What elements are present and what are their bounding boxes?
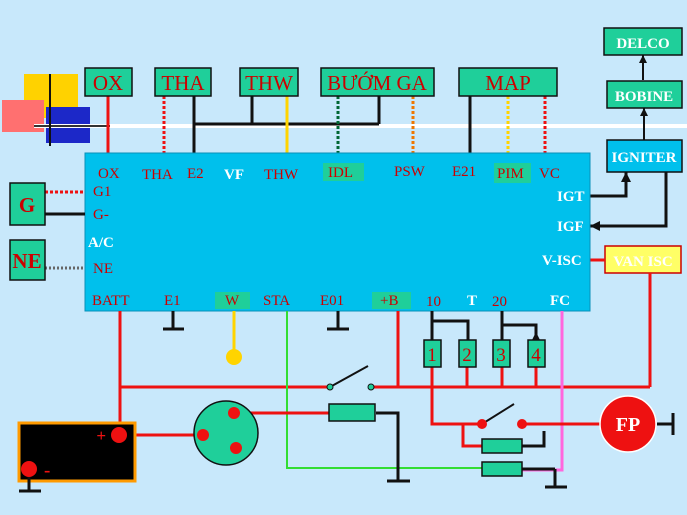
- pin-tha: THA: [142, 167, 173, 183]
- pin-e21: E21: [452, 164, 476, 180]
- svg-text:NE: NE: [12, 249, 41, 273]
- sensor-ne: NE: [9, 239, 46, 281]
- sensor-throttle: BƯỚM GA: [320, 67, 435, 97]
- svg-text:+: +: [96, 426, 106, 445]
- pin-ne: NE: [93, 261, 113, 277]
- igniter-box: IGNITER: [606, 139, 683, 173]
- pin-fc: FC: [550, 293, 570, 309]
- bottom-wires: [118, 273, 675, 489]
- van-isc-box: VAN ISC: [604, 245, 682, 274]
- pin-igt: IGT: [557, 189, 585, 205]
- pin-g-minus: G-: [93, 207, 109, 223]
- svg-text:G: G: [19, 193, 35, 217]
- battery: + -: [17, 421, 137, 493]
- pin-e2: E2: [187, 166, 204, 182]
- sensor-ox: OX: [84, 67, 133, 97]
- pin-idl: IDL: [328, 165, 353, 181]
- svg-text:THW: THW: [245, 71, 293, 95]
- pin-vf: VF: [224, 167, 244, 183]
- svg-text:IGNITER: IGNITER: [611, 150, 676, 166]
- logo-icon: [2, 74, 687, 146]
- pin-igf: IGF: [557, 219, 584, 235]
- svg-text:FP: FP: [616, 414, 640, 436]
- pin-ox: OX: [98, 166, 120, 182]
- pin-e1: E1: [164, 293, 181, 309]
- pin-10: 10: [426, 294, 441, 310]
- svg-text:-: -: [44, 460, 50, 481]
- connector-2: 2: [458, 339, 477, 368]
- pin-ac: A/C: [88, 235, 114, 251]
- pin-20: 20: [492, 294, 507, 310]
- pin-sta: STA: [263, 293, 290, 309]
- pin-v-isc: V-ISC: [542, 253, 582, 269]
- pin-e01: E01: [320, 293, 344, 309]
- main-relay-coil: [328, 403, 376, 422]
- bobine-box: BOBINE: [606, 80, 683, 109]
- svg-text:BOBINE: BOBINE: [615, 89, 673, 105]
- connector-1: 1: [423, 339, 442, 368]
- svg-text:VAN ISC: VAN ISC: [613, 254, 672, 270]
- svg-text:THA: THA: [161, 71, 205, 95]
- pin-w: W: [225, 293, 240, 309]
- sensor-tha: THA: [154, 67, 212, 97]
- pin-g1: G1: [93, 184, 111, 200]
- svg-text:MAP: MAP: [485, 71, 531, 95]
- sensor-thw: THW: [239, 67, 299, 97]
- pin-psw: PSW: [394, 164, 426, 180]
- pin-t: T: [467, 293, 477, 309]
- fp-relay-coil-top: [481, 438, 523, 454]
- svg-text:3: 3: [496, 345, 506, 366]
- connector-4: 4: [527, 339, 546, 368]
- ignition-switch: [193, 400, 259, 466]
- svg-text:1: 1: [427, 345, 437, 366]
- svg-text:BƯỚM GA: BƯỚM GA: [327, 71, 428, 95]
- sensor-wires: [106, 96, 547, 153]
- pin-vc: VC: [539, 166, 560, 182]
- pin-plus-b: +B: [380, 293, 398, 309]
- fp-relay-coil-bottom: [481, 461, 523, 477]
- sensor-map: MAP: [458, 67, 558, 97]
- pin-batt: BATT: [92, 293, 130, 309]
- connector-3: 3: [492, 339, 511, 368]
- svg-text:DELCO: DELCO: [616, 36, 669, 52]
- pin-pim: PIM: [497, 166, 524, 182]
- delco-box: DELCO: [603, 27, 683, 56]
- svg-text:2: 2: [462, 345, 472, 366]
- svg-text:OX: OX: [93, 71, 123, 95]
- fuel-pump: FP: [599, 395, 657, 453]
- pin-thw: THW: [264, 167, 299, 183]
- sensor-g: G: [9, 182, 46, 226]
- svg-text:4: 4: [531, 345, 541, 366]
